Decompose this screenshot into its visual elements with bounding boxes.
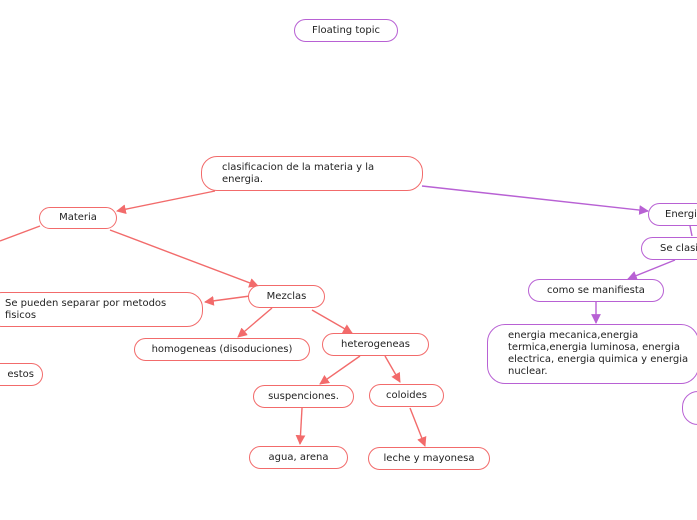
mezclas-label: Mezclas bbox=[266, 290, 307, 302]
agua-arena-node[interactable]: agua, arena bbox=[249, 446, 348, 469]
heterogeneas-label: heterogeneas bbox=[341, 338, 410, 350]
root-topic-label: clasificacion de la materia y la energia… bbox=[222, 161, 375, 185]
link-suspenciones-agua bbox=[295, 407, 306, 445]
compuestos-label: estos bbox=[7, 368, 34, 380]
link-root-energia bbox=[421, 185, 649, 215]
coloides-node[interactable]: coloides bbox=[369, 384, 444, 407]
link-root-materia bbox=[116, 190, 216, 215]
suspenciones-label: suspenciones. bbox=[268, 390, 339, 402]
coloides-label: coloides bbox=[385, 389, 427, 401]
homogeneas-label: homogeneas (disoduciones) bbox=[151, 343, 293, 355]
como-se-manifiesta-node[interactable]: como se manifiesta bbox=[528, 279, 664, 302]
compuestos-node[interactable]: estos bbox=[0, 363, 43, 386]
separar-label: Se pueden separar por metodos fisicos bbox=[5, 297, 167, 321]
link-mezclas-heterogeneas bbox=[311, 309, 353, 334]
se-clasifica-label: Se clasifica bbox=[660, 242, 697, 254]
root-topic-node[interactable]: clasificacion de la materia y la energia… bbox=[201, 156, 423, 191]
energia-node[interactable]: Energia bbox=[648, 203, 697, 226]
energy-types-node[interactable]: energia mecanica,energia termica,energia… bbox=[487, 324, 697, 384]
energia-label: Energia bbox=[665, 208, 697, 220]
homogeneas-node[interactable]: homogeneas (disoduciones) bbox=[134, 338, 310, 361]
link-materia-mezclas bbox=[109, 229, 259, 288]
link-energia-clasifica bbox=[689, 225, 693, 237]
link-mezclas-homogeneas bbox=[237, 307, 273, 338]
separar-node[interactable]: Se pueden separar por metodos fisicos bbox=[0, 292, 203, 327]
mezclas-node[interactable]: Mezclas bbox=[248, 285, 325, 308]
link-heterogeneas-suspenciones bbox=[319, 355, 361, 385]
link-mezclas-separar bbox=[204, 295, 251, 306]
leche-mayonesa-label: leche y mayonesa bbox=[383, 452, 475, 464]
link-coloides-leche bbox=[409, 407, 427, 447]
floating-topic-label: Floating topic bbox=[311, 24, 380, 36]
heterogeneas-node[interactable]: heterogeneas bbox=[322, 333, 429, 356]
link-materia-offscreen bbox=[0, 225, 41, 242]
leche-mayonesa-node[interactable]: leche y mayonesa bbox=[368, 447, 490, 470]
link-heterogeneas-coloides bbox=[384, 355, 401, 383]
link-clasifica-manifiesta bbox=[627, 259, 676, 281]
floating-topic-node[interactable]: Floating topic bbox=[294, 19, 398, 42]
materia-node[interactable]: Materia bbox=[39, 207, 117, 229]
suspenciones-node[interactable]: suspenciones. bbox=[253, 385, 354, 408]
agua-arena-label: agua, arena bbox=[268, 451, 329, 463]
energy-types-label: energia mecanica,energia termica,energia… bbox=[508, 330, 689, 377]
se-clasifica-node[interactable]: Se clasifica bbox=[641, 237, 697, 260]
materia-label: Materia bbox=[59, 212, 97, 223]
como-se-manifiesta-label: como se manifiesta bbox=[547, 284, 645, 296]
